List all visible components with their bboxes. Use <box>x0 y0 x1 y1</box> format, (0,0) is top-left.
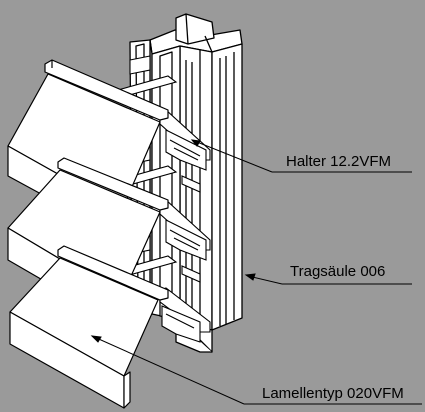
label-column: Tragsäule 006 <box>290 263 385 280</box>
lamella-3 <box>9 245 169 409</box>
label-holder: Halter 12.2VFM <box>286 153 391 170</box>
label-lamella: Lamellentyp 020VFM <box>262 385 404 402</box>
leader-holder <box>190 139 412 173</box>
holder-3 <box>159 287 211 343</box>
leader-column <box>244 273 412 285</box>
leader-lamella <box>90 335 422 405</box>
holder-1 <box>159 109 211 193</box>
